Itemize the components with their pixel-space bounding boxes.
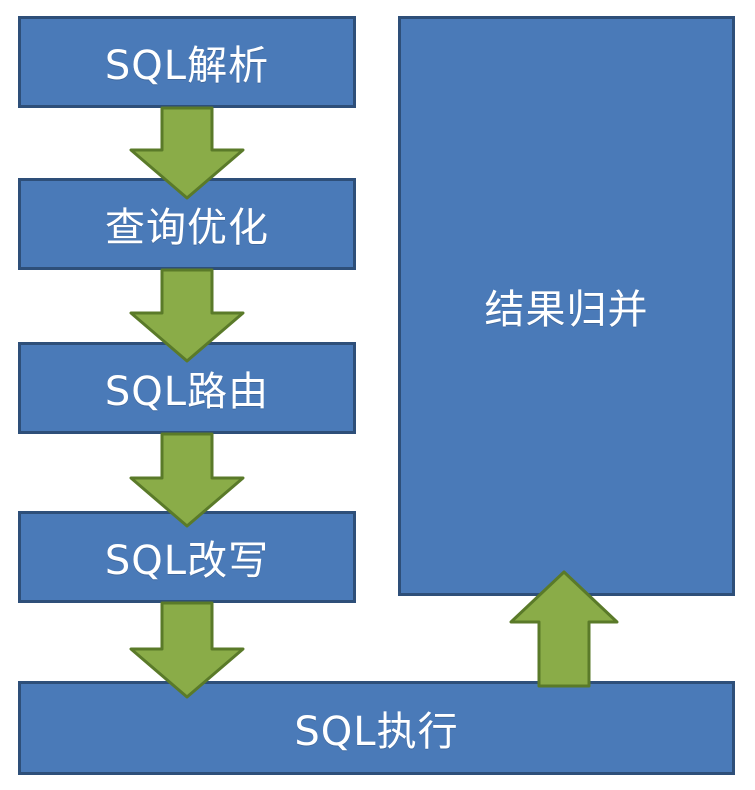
sql-execute-box: SQL执行 xyxy=(18,681,735,775)
result-merge-box: 结果归并 xyxy=(398,16,735,596)
sql-route-box: SQL路由 xyxy=(18,342,356,434)
sql-rewrite-box: SQL改写 xyxy=(18,511,356,603)
sql-execute-label: SQL执行 xyxy=(294,709,459,755)
sql-route-label: SQL路由 xyxy=(104,369,270,415)
sql-rewrite-label: SQL改写 xyxy=(104,538,270,584)
result-merge-label: 结果归并 xyxy=(484,287,649,333)
sql-parse-label: SQL解析 xyxy=(104,43,270,89)
query-optimize-label: 查询优化 xyxy=(105,205,269,251)
sql-parse-box: SQL解析 xyxy=(18,16,356,108)
query-optimize-box: 查询优化 xyxy=(18,178,356,270)
